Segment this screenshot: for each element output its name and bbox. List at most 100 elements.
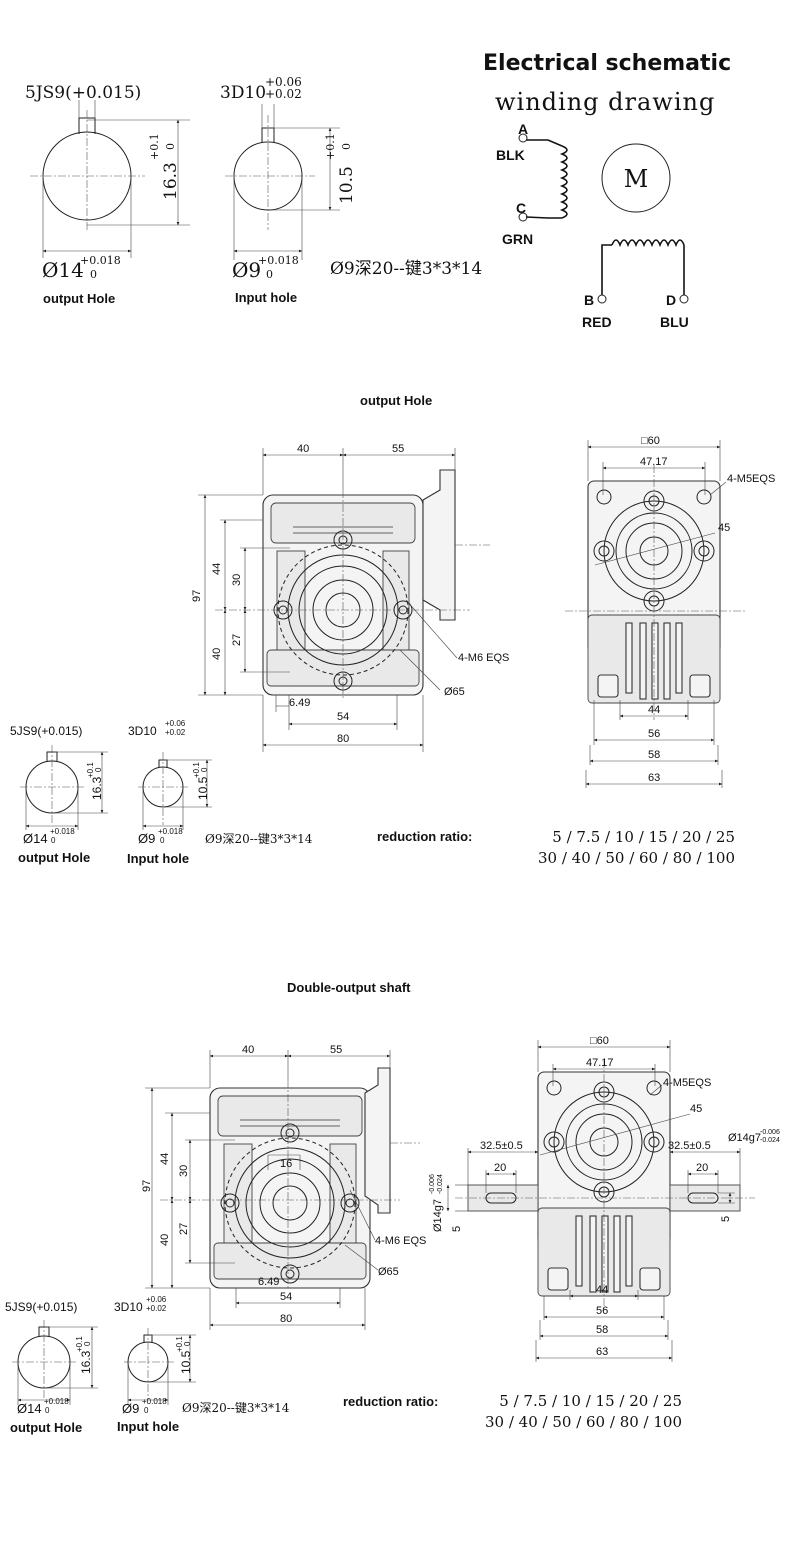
- input-fit-tol-lower-small-2: +0.02: [146, 1304, 167, 1313]
- output-caption-small-2: output Hole: [10, 1420, 82, 1435]
- input-diameter-tol-lower: 0: [266, 268, 273, 281]
- output-hole-detail-large: 5JS9(+0.015) 16.3 +0.1 0 Ø14 +0.018 0 ou…: [25, 83, 190, 306]
- output-diameter-tol-lower-small-2: 0: [45, 1406, 50, 1415]
- input-diameter-tol-upper-small: +0.018: [158, 827, 183, 836]
- terminal-b: B: [584, 292, 594, 308]
- shaft-note-section1: Ø9深20--键3*3*14: [205, 832, 313, 846]
- input-diameter-tol-upper: +0.018: [258, 254, 299, 267]
- dim-55-top-2: 55: [330, 1044, 342, 1056]
- ratios-line1-1: 5 / 7.5 / 10 / 15 / 20 / 25: [552, 828, 735, 846]
- reduction-label-2: reduction ratio:: [343, 1394, 438, 1409]
- output-height-tol-lower-small: 0: [94, 767, 103, 772]
- dim-80: 80: [337, 733, 349, 745]
- section2-front-view: 16 40 55 97 44 40 30 27 80 54 6.49: [141, 1044, 426, 1330]
- output-diameter-tol-upper-small-2: +0.018: [44, 1397, 69, 1406]
- output-diameter-label: Ø14: [42, 258, 84, 282]
- output-caption-small: output Hole: [18, 850, 90, 865]
- dim-key-width-right: 5: [720, 1216, 732, 1222]
- dim-27-2: 27: [178, 1223, 190, 1235]
- dim-m5-eqs-2: 4-M5EQS: [663, 1077, 711, 1089]
- output-diameter-tol-upper: +0.018: [80, 254, 121, 267]
- schematic-subtitle: winding drawing: [495, 88, 715, 116]
- input-fit-tol-lower-small: +0.02: [165, 728, 186, 737]
- terminal-c: C: [516, 200, 526, 216]
- section2-output-hole-small: 5JS9(+0.015) 16.3 +0.1 0 Ø14 +0.018 0 ou…: [5, 1300, 98, 1435]
- input-diameter-tol-upper-small-2: +0.018: [142, 1397, 167, 1406]
- schematic-title: Electrical schematic: [483, 51, 731, 76]
- dim-40-top: 40: [297, 443, 309, 455]
- dim-65-2: Ø65: [378, 1266, 399, 1278]
- dim-47-17: 47.17: [640, 456, 668, 468]
- dim-shaft-length-left: 32.5±0.5: [480, 1140, 523, 1152]
- motor-label: M: [624, 165, 649, 193]
- dim-6-49: 6.49: [289, 697, 310, 709]
- dim-55-top: 55: [392, 443, 404, 455]
- input-diameter-label: Ø9: [232, 258, 261, 282]
- terminal-a: A: [518, 121, 528, 137]
- winding-coil-1: [559, 145, 568, 219]
- shaft-note: Ø9深20--键3*3*14: [330, 259, 482, 279]
- dim-key-length-left: 20: [494, 1162, 506, 1174]
- output-height-small-2: 16.3: [79, 1350, 93, 1374]
- output-height-tol-lower: 0: [164, 143, 177, 150]
- dim-56: 56: [648, 728, 660, 740]
- input-diameter-small: Ø9: [138, 831, 155, 846]
- input-height-tol-lower: 0: [340, 143, 353, 150]
- dim-key-width-left: 5: [451, 1226, 463, 1232]
- input-height-tol-lower-small: 0: [200, 767, 209, 772]
- output-hole-caption: output Hole: [43, 291, 115, 306]
- section2-title: Double-output shaft: [287, 980, 411, 995]
- ratios-line2-2: 30 / 40 / 50 / 60 / 80 / 100: [485, 1413, 682, 1431]
- input-height-small-2: 10.5: [179, 1350, 193, 1374]
- dim-shaft-fit-left: Ø14g7: [432, 1199, 444, 1232]
- output-height-small: 16.3: [90, 776, 104, 800]
- terminal-a-color: BLK: [496, 147, 525, 163]
- dim-45-2: 45: [690, 1103, 702, 1115]
- dim-63-2: 63: [596, 1346, 608, 1358]
- dim-65: Ø65: [444, 686, 465, 698]
- input-diameter-tol-lower-small: 0: [160, 836, 165, 845]
- input-fit-small: 3D10: [128, 724, 157, 738]
- dim-54: 54: [337, 711, 349, 723]
- electrical-schematic: Electrical schematic winding drawing A B…: [483, 51, 731, 330]
- dim-56-2: 56: [596, 1305, 608, 1317]
- dim-54-2: 54: [280, 1291, 292, 1303]
- output-height-tol-lower-small-2: 0: [83, 1341, 92, 1346]
- section2-reduction-ratios: reduction ratio: 5 / 7.5 / 10 / 15 / 20 …: [343, 1392, 682, 1431]
- input-height-tol-lower-small-2: 0: [183, 1341, 192, 1346]
- shaft-fit-upper-right: -0.006: [760, 1129, 780, 1136]
- section2-input-hole-small: 3D10 +0.06 +0.02 10.5 +0.1 0 Ø9 +0.018 0…: [114, 1295, 196, 1434]
- dim-44-bottom: 44: [648, 704, 660, 716]
- ratios-line1-2: 5 / 7.5 / 10 / 15 / 20 / 25: [499, 1392, 682, 1410]
- motor-symbol: [601, 143, 671, 213]
- input-diameter-small-2: Ø9: [122, 1401, 139, 1416]
- output-diameter-tol-upper-small: +0.018: [50, 827, 75, 836]
- dim-16: 16: [280, 1158, 292, 1170]
- dim-97: 97: [191, 590, 203, 602]
- input-fit-tol-upper: +0.06: [265, 75, 302, 89]
- dim-27: 27: [231, 634, 243, 646]
- dim-58-2: 58: [596, 1324, 608, 1336]
- input-fit-small-2: 3D10: [114, 1300, 143, 1314]
- dim-sq60-2: □60: [590, 1035, 609, 1047]
- input-height-small: 10.5: [196, 776, 210, 800]
- section2-side-view: □60 47.17 4-M5EQS 45 32.5±0.5 20 32.5±0.…: [429, 1035, 780, 1362]
- reduction-label-1: reduction ratio:: [377, 829, 472, 844]
- ratios-line2-1: 30 / 40 / 50 / 60 / 80 / 100: [538, 849, 735, 867]
- dim-44-left: 44: [211, 563, 223, 575]
- winding-coil-2: [611, 239, 685, 248]
- dim-44-bottom-2: 44: [596, 1284, 608, 1296]
- input-caption-small: Input hole: [127, 851, 189, 866]
- output-height-tol-upper-small: +0.1: [86, 762, 95, 778]
- output-height-tol-upper: +0.1: [148, 133, 161, 160]
- dim-m6-eqs: 4-M6 EQS: [458, 652, 509, 664]
- dim-key-length-right: 20: [696, 1162, 708, 1174]
- input-hole-caption: Input hole: [235, 290, 297, 305]
- output-height-tol-upper-small-2: +0.1: [75, 1336, 84, 1352]
- section1-front-view: 40 55 97 44 40 30 27 80 54 6.49 4-M6 EQS: [191, 443, 509, 752]
- dim-30: 30: [231, 574, 243, 586]
- shaft-fit-upper-left: -0.006: [429, 1174, 436, 1194]
- dim-sq60: □60: [641, 435, 660, 447]
- input-height-tol-upper-small-2: +0.1: [175, 1336, 184, 1352]
